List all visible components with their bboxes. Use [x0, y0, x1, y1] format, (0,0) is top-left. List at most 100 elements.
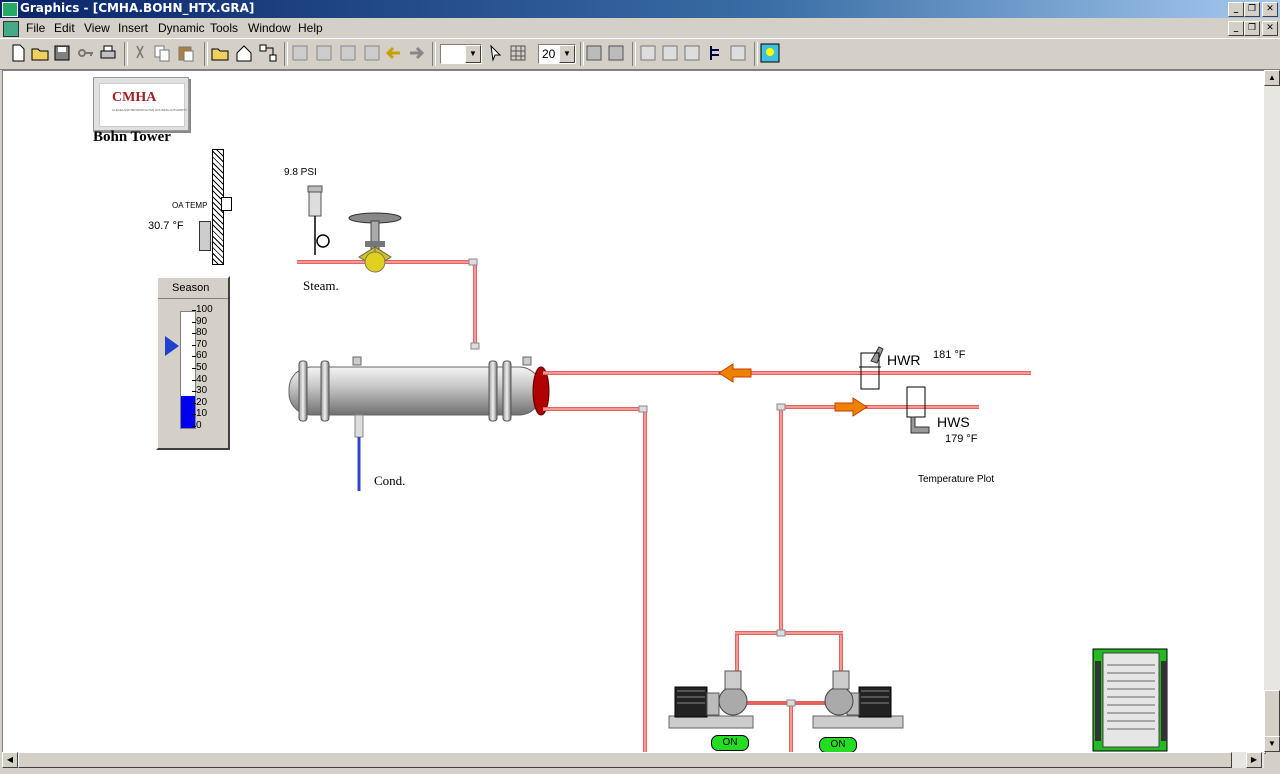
- style-select[interactable]: ▼: [440, 44, 482, 64]
- doc-restore-button[interactable]: ❐: [1244, 21, 1260, 36]
- run-mode-icon[interactable]: [760, 43, 780, 63]
- document-icon[interactable]: [3, 21, 19, 37]
- pump-2-status-badge[interactable]: ON: [819, 737, 857, 753]
- condensate-label: Cond.: [374, 473, 406, 488]
- folder-link-icon[interactable]: [210, 43, 230, 63]
- season-scale-label: 30: [196, 385, 208, 397]
- font-size-select[interactable]: 20▼: [538, 44, 576, 64]
- cut-icon[interactable]: [130, 43, 150, 63]
- scroll-down-icon[interactable]: ▼: [1264, 736, 1280, 752]
- steam-pressure-value[interactable]: 9.8 PSI: [284, 167, 317, 178]
- pressure-transmitter-icon: [307, 185, 330, 255]
- align-right-icon[interactable]: [682, 43, 702, 63]
- horizontal-scroll-thumb[interactable]: [18, 752, 1232, 768]
- graphics-canvas: CMHA CLEVELAND METROPOLITAN HOUSING AUTH…: [2, 70, 1266, 754]
- pump-2-icon[interactable]: [812, 670, 904, 729]
- status-bar: [0, 768, 1280, 774]
- menu-view[interactable]: View: [84, 21, 110, 35]
- align-center-icon[interactable]: [660, 43, 680, 63]
- hwr-sensor-icon: [859, 346, 884, 390]
- season-scale-label: 100: [196, 304, 213, 315]
- menu-help[interactable]: Help: [298, 21, 323, 35]
- season-scale-tick: [192, 414, 196, 416]
- pointer-icon[interactable]: [486, 43, 506, 63]
- nav-first-icon[interactable]: [290, 43, 310, 63]
- oa-temp-sensor-icon: [199, 221, 211, 251]
- season-scale-tick: [192, 333, 196, 335]
- season-scale-tick: [192, 344, 196, 346]
- ungroup-icon[interactable]: [606, 43, 626, 63]
- season-scale-label: 60: [196, 350, 208, 362]
- heat-exchanger: [288, 356, 550, 438]
- menu-insert[interactable]: Insert: [118, 21, 149, 35]
- oa-temp-label: OA TEMP: [172, 201, 208, 210]
- toolbar: ▼ 20▼: [0, 38, 1280, 70]
- hws-value[interactable]: 179 °F: [945, 433, 978, 445]
- nav-last-icon[interactable]: [362, 43, 382, 63]
- doc-minimize-button[interactable]: _: [1228, 21, 1244, 36]
- hws-sensor-icon: [906, 386, 930, 434]
- scroll-up-icon[interactable]: ▲: [1264, 70, 1280, 86]
- season-title: Season: [172, 282, 210, 294]
- align-left-icon[interactable]: [638, 43, 658, 63]
- copy-icon[interactable]: [152, 43, 172, 63]
- properties-icon[interactable]: [728, 43, 748, 63]
- hws-pipe: [776, 403, 979, 633]
- oa-temp-value[interactable]: 30.7 °F: [148, 220, 184, 232]
- hwr-value[interactable]: 181 °F: [933, 349, 966, 361]
- paste-icon[interactable]: [176, 43, 196, 63]
- tree-icon[interactable]: [706, 43, 726, 63]
- network-icon[interactable]: [258, 43, 278, 63]
- doc-close-button[interactable]: ✕: [1262, 21, 1278, 36]
- menu-dynamic[interactable]: Dynamic: [158, 21, 205, 35]
- season-bar-track: [180, 311, 196, 429]
- season-setpoint-marker: [165, 335, 179, 356]
- controller-panel-icon[interactable]: [1092, 648, 1168, 752]
- pump-1-icon[interactable]: [668, 670, 754, 729]
- steam-valve-icon[interactable]: [348, 212, 402, 273]
- vertical-scrollbar[interactable]: ▲ ▼: [1264, 70, 1280, 752]
- hwr-flow-arrow-icon: [718, 363, 752, 383]
- hx-outlet-pipe: [543, 405, 648, 753]
- group-icon[interactable]: [584, 43, 604, 63]
- key-icon[interactable]: [76, 43, 96, 63]
- season-scale-label: 90: [196, 315, 208, 327]
- steam-pipe: [297, 258, 480, 350]
- season-scale-label: 10: [196, 408, 208, 420]
- new-icon[interactable]: [8, 43, 28, 63]
- pump-header-pipe: [735, 629, 843, 753]
- season-scale-label: 70: [196, 338, 208, 350]
- menu-file[interactable]: File: [26, 21, 46, 35]
- close-button[interactable]: ✕: [1262, 2, 1278, 17]
- grid-icon[interactable]: [508, 43, 528, 63]
- season-scale-tick: [192, 321, 196, 323]
- temperature-plot-link[interactable]: Temperature Plot: [918, 474, 995, 485]
- menu-edit[interactable]: Edit: [54, 21, 75, 35]
- scroll-right-icon[interactable]: ▶: [1246, 752, 1262, 768]
- print-icon[interactable]: [98, 43, 118, 63]
- forward-arrow-icon[interactable]: [406, 43, 426, 63]
- minimize-button[interactable]: _: [1228, 2, 1244, 17]
- open-icon[interactable]: [30, 43, 50, 63]
- hws-flow-arrow-icon: [834, 397, 868, 417]
- season-scale-label: 0: [196, 420, 202, 431]
- nav-prev-icon[interactable]: [314, 43, 334, 63]
- horizontal-scrollbar[interactable]: ◀ ▶: [2, 752, 1264, 768]
- nav-next-icon[interactable]: [338, 43, 358, 63]
- wall-sensor: [221, 197, 232, 211]
- pump-1-status-badge[interactable]: ON: [711, 735, 749, 751]
- restore-button[interactable]: ❐: [1244, 2, 1260, 17]
- logo-subtext: CLEVELAND METROPOLITAN HOUSING AUTHORITY: [112, 108, 187, 112]
- back-arrow-icon[interactable]: [384, 43, 404, 63]
- save-icon[interactable]: [52, 43, 72, 63]
- season-scale-label: 20: [196, 396, 208, 408]
- scroll-left-icon[interactable]: ◀: [2, 752, 18, 768]
- season-scale-label: 80: [196, 327, 208, 339]
- app-icon: [2, 2, 18, 17]
- menu-tools[interactable]: Tools: [210, 21, 239, 35]
- home-icon[interactable]: [234, 43, 254, 63]
- menu-window[interactable]: Window: [248, 21, 291, 35]
- hws-label: HWS: [937, 414, 970, 430]
